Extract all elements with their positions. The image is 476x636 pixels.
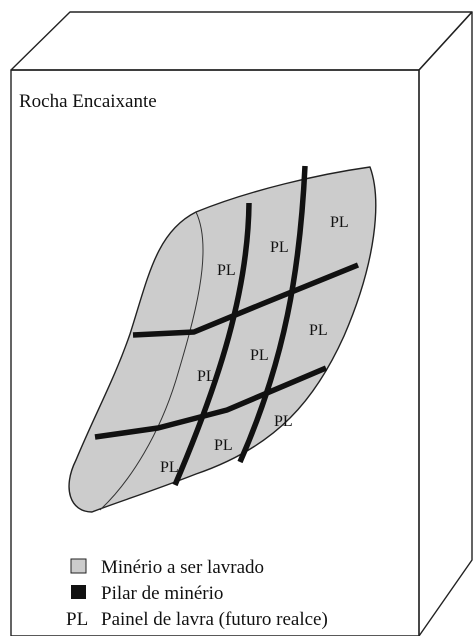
panel-label: PL bbox=[217, 262, 236, 279]
panel-label: PL bbox=[309, 322, 328, 339]
pillar-vertical-left bbox=[172, 202, 252, 487]
panel-label: PL bbox=[160, 459, 179, 476]
host-rock-block bbox=[10, 11, 473, 636]
panel-label: PL bbox=[270, 239, 289, 256]
panel-label: PL bbox=[250, 347, 269, 364]
panel-label: PL bbox=[214, 437, 233, 454]
pillar-horizontal-lower bbox=[94, 365, 328, 440]
legend-panel-label: Painel de lavra (futuro realce) bbox=[101, 609, 328, 630]
panel-label: PL bbox=[274, 413, 293, 430]
pillar-horizontal-upper bbox=[132, 262, 360, 338]
ore-body-edge bbox=[99, 211, 204, 511]
block-top-face bbox=[10, 11, 473, 71]
legend: Minério a ser lavrado Pilar de minério P… bbox=[66, 557, 328, 630]
legend-pillar-swatch bbox=[71, 585, 86, 599]
legend-ore-label: Minério a ser lavrado bbox=[101, 557, 264, 578]
panel-label: PL bbox=[197, 368, 216, 385]
ore-pillars bbox=[94, 165, 360, 487]
panel-label: PL bbox=[330, 214, 349, 231]
legend-pillar-label: Pilar de minério bbox=[101, 583, 223, 604]
block-front-face bbox=[10, 69, 420, 636]
host-rock-label: Rocha Encaixante bbox=[19, 91, 157, 112]
block-right-face bbox=[418, 11, 473, 636]
legend-ore-swatch bbox=[70, 558, 87, 574]
legend-panel-key: PL bbox=[66, 609, 88, 630]
pillar-vertical-right bbox=[237, 165, 308, 464]
panel-labels: PL PL PL PL PL PL PL PL PL bbox=[160, 214, 349, 476]
